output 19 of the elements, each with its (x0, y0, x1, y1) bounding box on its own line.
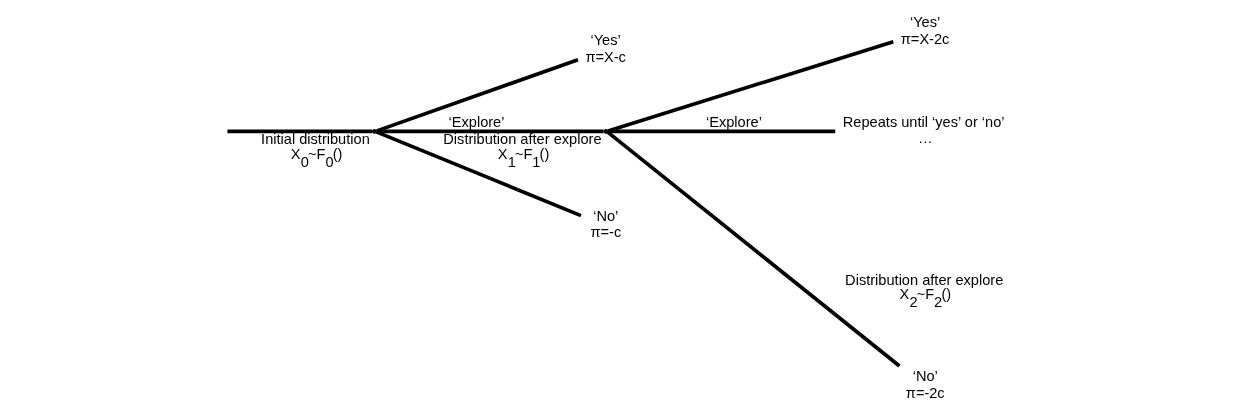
edge-label: ‘Explore’ (705, 113, 762, 130)
connector (606, 130, 901, 368)
connector (226, 129, 372, 134)
connector (376, 129, 604, 134)
node-text: ‘No’ π=-2c (905, 368, 945, 401)
connector (375, 58, 579, 133)
connector (607, 129, 835, 134)
edge-label: ‘Explore’ (448, 113, 504, 130)
node-point (603, 129, 608, 134)
node-label: Distribution after explore (442, 131, 602, 148)
node-text: ‘Yes’ π=X-c (584, 32, 626, 65)
node-label: Distribution after explore (844, 271, 1003, 288)
connector (606, 39, 894, 133)
node-text: ‘No’ π=-c (589, 207, 621, 241)
node-label: Initial distribution (260, 131, 370, 148)
node-text: Repeats until ‘yes’ or ‘no’ … (842, 113, 1005, 147)
node-point (371, 129, 377, 134)
node-text: ‘Yes’ π=X-2c (900, 14, 949, 47)
connector (375, 130, 582, 218)
